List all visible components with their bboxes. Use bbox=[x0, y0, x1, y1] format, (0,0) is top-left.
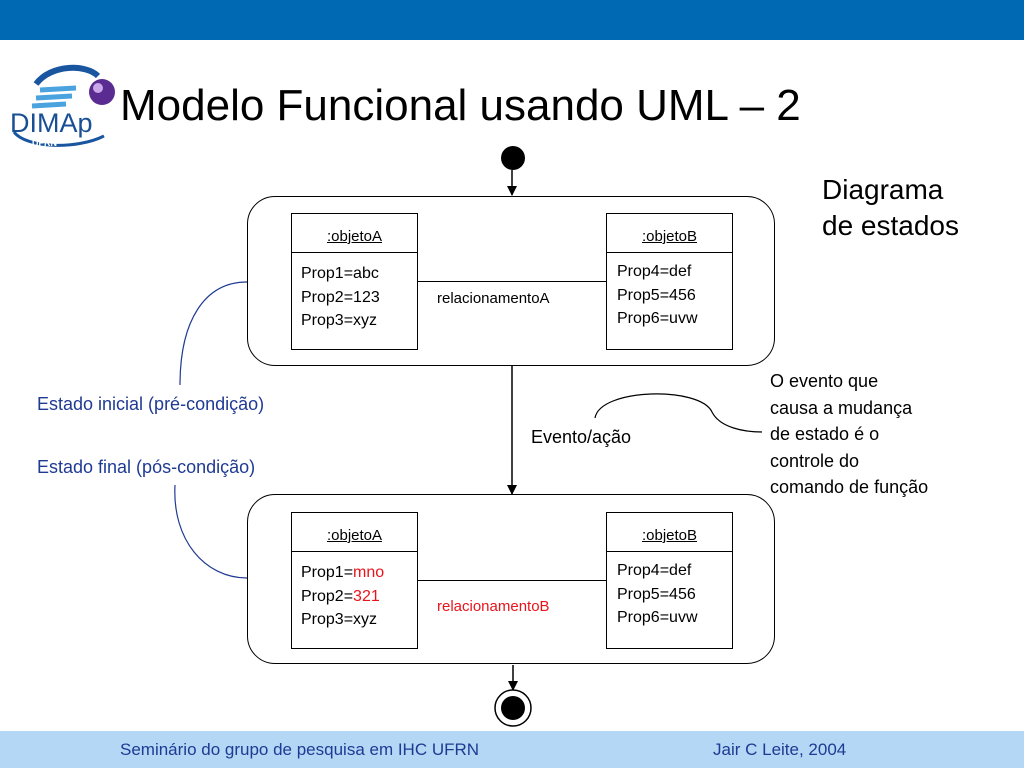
final-object-a: :objetoA Prop1=mno Prop2=321 Prop3=xyz bbox=[291, 512, 418, 649]
final-node-ring bbox=[494, 689, 532, 727]
relationship-label-a: relacionamentoA bbox=[437, 290, 550, 307]
note-line: comando de função bbox=[770, 477, 929, 497]
property: Prop2=321 bbox=[301, 587, 380, 605]
relationship-line-b bbox=[418, 580, 606, 581]
subtitle-line-1: Diagrama bbox=[822, 174, 944, 205]
property: Prop4=def bbox=[617, 562, 692, 579]
object-name: :objetoA bbox=[326, 228, 383, 245]
property: Prop2=123 bbox=[301, 288, 380, 306]
footer-author: Jair C Leite, 2004 bbox=[713, 740, 847, 759]
property: Prop6=uvw bbox=[617, 609, 698, 626]
final-object-b: :objetoB Prop4=def Prop5=456 Prop6=uvw bbox=[606, 512, 733, 649]
property: Prop4=def bbox=[617, 263, 692, 280]
object-divider bbox=[292, 252, 417, 253]
initial-state-curve bbox=[179, 281, 248, 386]
property: Prop3=xyz bbox=[301, 611, 378, 628]
object-divider bbox=[607, 252, 732, 253]
initial-node bbox=[501, 146, 525, 170]
initial-object-a: :objetoA Prop1=abc Prop2=123 Prop3=xyz bbox=[291, 213, 418, 350]
property: Prop5=456 bbox=[617, 585, 696, 603]
note-line: causa a mudança bbox=[770, 397, 913, 418]
footer-seminar: Seminário do grupo de pesquisa em IHC UF… bbox=[120, 740, 480, 759]
object-divider bbox=[292, 551, 417, 552]
note-line: O evento que bbox=[770, 371, 879, 391]
property: Prop1=mno bbox=[301, 564, 385, 581]
logo-subtext: UFRN bbox=[32, 138, 57, 148]
object-properties: Prop4=def Prop5=456 Prop6=uvw bbox=[617, 559, 698, 630]
transition-label: Evento/ação bbox=[531, 427, 632, 447]
object-properties: Prop1=mno Prop2=321 Prop3=xyz bbox=[301, 561, 384, 632]
object-name: :objetoB bbox=[641, 527, 698, 544]
property: Prop1=abc bbox=[301, 265, 379, 282]
relationship-label-b: relacionamentoB bbox=[437, 598, 550, 615]
subtitle-line-2: de estados bbox=[822, 210, 959, 241]
final-node-dot bbox=[501, 696, 525, 720]
object-name: :objetoB bbox=[641, 228, 698, 245]
slide-title: Modelo Funcional usando UML – 2 bbox=[120, 81, 801, 130]
final-state-curve bbox=[174, 484, 248, 579]
object-properties: Prop4=def Prop5=456 Prop6=uvw bbox=[617, 260, 698, 331]
initial-object-b: :objetoB Prop4=def Prop5=456 Prop6=uvw bbox=[606, 213, 733, 350]
diagram-subtitle: Diagrama de estados bbox=[822, 172, 959, 244]
logo-text: DIMAp bbox=[10, 108, 93, 138]
event-note: O evento que causa a mudança de estado é… bbox=[770, 368, 928, 501]
note-line: controle do bbox=[770, 450, 860, 471]
initial-state-label: Estado inicial (pré-condição) bbox=[37, 394, 265, 414]
object-divider bbox=[607, 551, 732, 552]
object-properties: Prop1=abc Prop2=123 Prop3=xyz bbox=[301, 262, 380, 333]
property: Prop6=uvw bbox=[617, 310, 698, 327]
final-state-label: Estado final (pós-condição) bbox=[37, 457, 256, 477]
object-name: :objetoA bbox=[326, 527, 383, 544]
top-bar bbox=[0, 0, 1024, 40]
note-line: de estado é o bbox=[770, 424, 880, 444]
property: Prop3=xyz bbox=[301, 312, 378, 329]
property: Prop5=456 bbox=[617, 286, 696, 304]
dimap-logo: DIMAp UFRN bbox=[10, 64, 115, 148]
footer-bar bbox=[0, 731, 1024, 768]
relationship-line-a bbox=[418, 281, 606, 282]
